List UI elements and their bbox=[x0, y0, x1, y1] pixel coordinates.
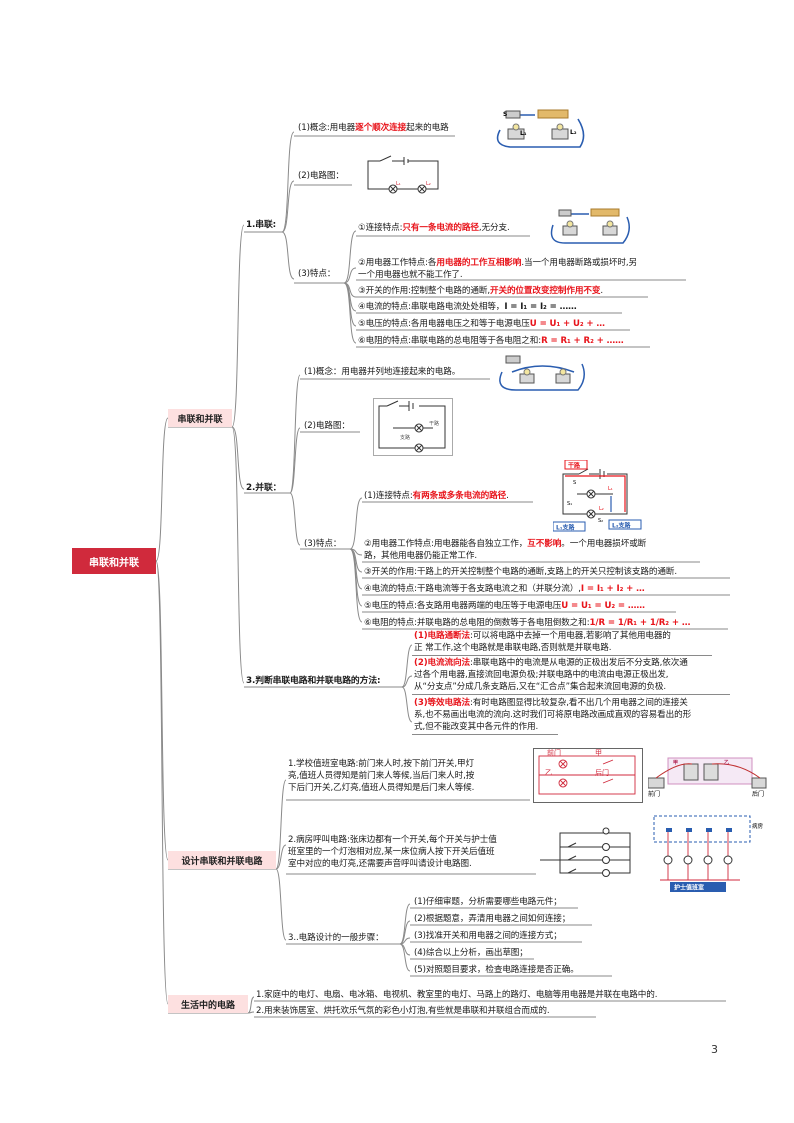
series-feature-4: ④电流的特点:串联电路电流处处相等，I = I₁ = I₂ = …… bbox=[358, 302, 577, 312]
fig-s1-label: S₁ bbox=[567, 501, 572, 507]
category-life-circuits[interactable]: 生活中的电路 bbox=[168, 995, 248, 1013]
ward-circuit-diagram bbox=[540, 825, 640, 877]
fig-s-label: S bbox=[573, 480, 576, 486]
judge-method-2-line2: 过各个用电器,直接流回电源负极;并联电路中的电流由电源正极出发, bbox=[414, 670, 669, 680]
fig-l1-label: L₁ bbox=[608, 486, 613, 492]
door-circuit-diagram: 前门 甲 乙 后门 bbox=[533, 748, 643, 803]
design-step-2: (2)根据题意，弄清用电器之间如何连接； bbox=[414, 914, 571, 924]
design-step-4: (4)综合以上分析，画出草图； bbox=[414, 948, 528, 958]
door-photo: 甲 乙 前门 后门 bbox=[647, 752, 768, 798]
series-feature-2-line2: 一个用电器也就不能工作了. bbox=[358, 270, 463, 280]
fig-trunk-label: 干路 bbox=[568, 462, 581, 470]
parallel-feature-2-line2: 路，其他用电器仍能正常工作. bbox=[364, 551, 478, 561]
photo-back: 后门 bbox=[752, 790, 764, 797]
circuit-l2-label: L₂ bbox=[426, 181, 431, 187]
ward-room-label: 病房 bbox=[752, 822, 764, 830]
series-diagram-label: (2)电路图： bbox=[298, 171, 344, 181]
parallel-concept: (1)概念：用电器并列地连接起来的电路。 bbox=[304, 367, 461, 377]
parallel-feature-3: ③开关的作用:干路上的开关控制整个电路的通断,支路上的开关只控制该支路的通断. bbox=[364, 567, 677, 577]
design-1-line1: 1.学校值班室电路:前门来人时,按下前门开关,甲灯 bbox=[288, 759, 474, 769]
parallel-feature-5: ⑤电压的特点:各支路用电器两端的电压等于电源电压U = U₁ = U₂ = …… bbox=[364, 601, 645, 611]
root-node[interactable]: 串联和并联 bbox=[72, 548, 156, 574]
design-1-line3: 下后门开关,乙灯亮,值班人员得知是后门来人等候. bbox=[288, 783, 475, 793]
design-step-3: (3)找准开关和用电器之间的连接方式； bbox=[414, 931, 562, 941]
ward-photo: 护士值班室 病房 bbox=[650, 808, 770, 893]
judge-method-1: (1)电路通断法:可以将电路中去掉一个用电器,若影响了其他用电器的 bbox=[414, 631, 671, 641]
series-feature-6: ⑥电阻的特点:串联电路的总电阻等于各电阻之和:R = R₁ + R₂ + …… bbox=[358, 336, 624, 346]
judge-method-3-line2: 系,也不易画出电流的流向.这时我们可将原电路改画成直观的容易看出的形 bbox=[414, 710, 692, 720]
photo-yi: 乙 bbox=[724, 759, 729, 766]
parallel-features-label: (3)特点： bbox=[304, 539, 342, 549]
design-2-line2: 班室里的一个灯泡相对应,某一床位病人按下开关后值班 bbox=[288, 847, 495, 857]
circuit-l1-label: L₁ bbox=[396, 181, 401, 187]
category-series-parallel[interactable]: 串联和并联 bbox=[168, 409, 232, 427]
series-feature-2: ②用电器工作特点:各用电器的工作互相影响.当一个用电器断路或损坏时,另 bbox=[358, 258, 637, 268]
judge-method-1-line2: 正 常工作,这个电路就是串联电路,否则就是并联电路. bbox=[414, 643, 612, 653]
design-2-line3: 室中对应的电灯亮,还需要声音呼叫请设计电路图. bbox=[288, 859, 472, 869]
series-photo-2 bbox=[545, 203, 635, 248]
fig-front-door: 前门 bbox=[547, 748, 561, 757]
life-item-1: 1.家庭中的电灯、电扇、电冰箱、电视机、教室里的电灯、马路上的路灯、电脑等用电器… bbox=[256, 990, 658, 1000]
photo-front: 前门 bbox=[648, 790, 660, 797]
ward-nurse-label: 护士值班室 bbox=[674, 884, 704, 892]
series-feature-3: ③开关的作用:控制整个电路的通断,开关的位置改变控制作用不变. bbox=[358, 286, 604, 296]
fig-yi: 乙 bbox=[545, 769, 552, 777]
fig-branch1-label: L₁支路 bbox=[556, 524, 575, 532]
parallel-labeled-diagram: 干路 L₁支路 L₂支路 S L₁ L₂ S₁ S₂ bbox=[552, 459, 643, 532]
fig-back-door: 后门 bbox=[595, 768, 609, 777]
parallel-feature-1: (1)连接特点:有两条或多条电流的路径. bbox=[364, 491, 509, 501]
series-photo: S L₁ L₂ bbox=[490, 105, 590, 150]
judge-method-3: (3)等效电路法:有时电路图显得比较复杂,看不出几个用电器之间的连接关 bbox=[414, 698, 688, 708]
parallel-diagram-label: (2)电路图： bbox=[304, 421, 350, 431]
design-2-line1: 2.病房呼叫电路:张床边都有一个开关,每个开关与护士值 bbox=[288, 835, 497, 845]
series-concept: (1)概念:用电器逐个顺次连接起来的电路 bbox=[298, 123, 449, 133]
parallel-photo bbox=[492, 352, 592, 394]
design-1-line2: 亮,值班人员得知是前门来人等候,当后门来人时,按 bbox=[288, 771, 475, 781]
fig-jia: 甲 bbox=[595, 749, 602, 757]
parallel-circuit-diagram: 干路 支路 bbox=[373, 398, 453, 456]
series-circuit-diagram: L₁ L₂ bbox=[360, 155, 445, 195]
photo-jia: 甲 bbox=[673, 759, 678, 766]
series-feature-1: ①连接特点:只有一条电流的路径,无分支. bbox=[358, 223, 510, 233]
fig-l2-label: L₂ bbox=[599, 506, 604, 512]
photo-l1-label: L₁ bbox=[520, 130, 527, 137]
series-feature-5: ⑤电压的特点:各用电器电压之和等于电源电压U = U₁ + U₂ + … bbox=[358, 319, 605, 329]
fig-branch2-label: L₂支路 bbox=[612, 522, 631, 530]
fig-s2-label: S₂ bbox=[598, 518, 603, 524]
design-step-5: (5)对照题目要求，检查电路连接是否正确。 bbox=[414, 965, 579, 975]
judge-method-3-line3: 式,但不能改变其中各元件的作用. bbox=[414, 722, 539, 732]
judge-node[interactable]: 3.判断串联电路和并联电路的方法: bbox=[246, 676, 381, 686]
parallel-node[interactable]: 2.并联： bbox=[246, 483, 282, 493]
series-node[interactable]: 1.串联: bbox=[246, 220, 277, 230]
photo-l2-label: L₂ bbox=[570, 129, 577, 136]
parallel-feature-2: ②用电器工作特点:用电器能各自独立工作，互不影响。一个用电器损坏或断 bbox=[364, 539, 647, 549]
diagram-trunk-label: 干路 bbox=[429, 420, 439, 427]
judge-method-2: (2)电流流向法:串联电路中的电流是从电源的正极出发后不分支路,依次通 bbox=[414, 658, 688, 668]
page-number: 3 bbox=[711, 1043, 718, 1056]
photo-s-label: S bbox=[503, 111, 507, 118]
category-design-circuits[interactable]: 设计串联和并联电路 bbox=[168, 851, 276, 869]
parallel-feature-6: ⑥电阻的特点:并联电路的总电阻的倒数等于各电阻倒数之和:1/R = 1/R₁ +… bbox=[364, 618, 691, 628]
design-steps-node[interactable]: 3..电路设计的一般步骤： bbox=[288, 933, 384, 943]
diagram-branch-label: 支路 bbox=[400, 434, 410, 441]
judge-method-2-line3: 从“分支点”分成几条支路后,又在“汇合点”集合起来流回电源的负极. bbox=[414, 682, 667, 692]
design-step-1: (1)仔细审题，分析需要哪些电路元件； bbox=[414, 897, 562, 907]
series-features-label: (3)特点： bbox=[298, 269, 336, 279]
life-item-2: 2.用来装饰居室、烘托欢乐气氛的彩色小灯泡,有些就是串联和并联组合而成的. bbox=[256, 1006, 550, 1016]
parallel-feature-4: ④电流的特点:干路电流等于各支路电流之和（并联分流）,I = I₁ + I₂ +… bbox=[364, 584, 645, 594]
